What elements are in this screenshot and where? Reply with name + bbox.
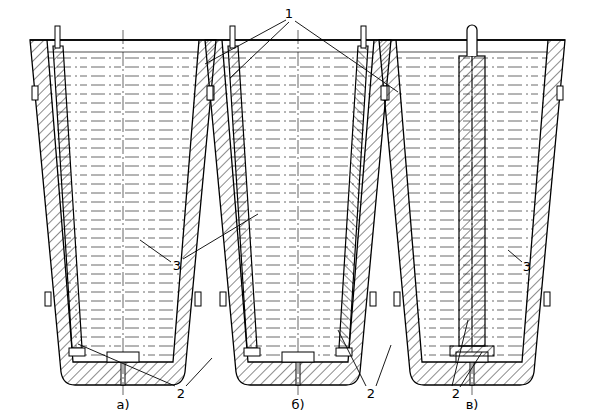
- callout-number: 2: [177, 387, 185, 400]
- callout-number: 2: [367, 387, 375, 400]
- leader-lines: [78, 20, 522, 387]
- subfigure-label: а): [116, 398, 129, 411]
- callout-number: 3: [523, 260, 531, 273]
- callout-number: 2: [452, 387, 460, 400]
- subfigure-label: в): [466, 398, 479, 411]
- callout-number: 1: [285, 7, 293, 20]
- subfigure-label: б): [291, 398, 304, 411]
- callout-number: 3: [173, 259, 181, 272]
